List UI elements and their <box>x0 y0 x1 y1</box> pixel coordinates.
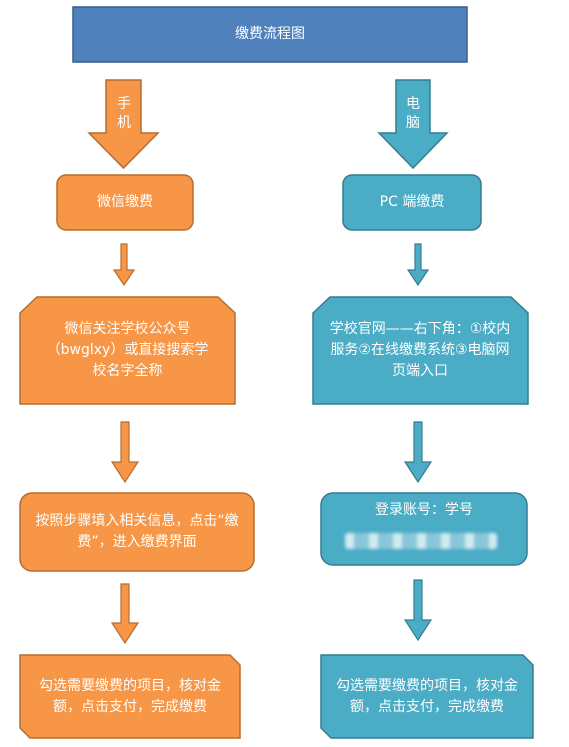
mobile-arrow-2 <box>110 421 140 484</box>
mobile-step1-text: 微信缴费 <box>97 194 153 210</box>
pc-arrow-label-2: 脑 <box>406 115 420 131</box>
mobile-step4-text: 勾选需要缴费的项目，核对金额，点击支付，完成缴费 <box>39 677 221 715</box>
title-box <box>72 6 468 63</box>
mobile-step1-box <box>56 174 194 231</box>
pc-arrow-2 <box>403 421 433 484</box>
pc-step2-box <box>312 296 529 405</box>
pc-arrow-1 <box>406 243 430 287</box>
mobile-step2-text: 微信关注学校公众号（bwglxy）或直接搜索学校名字全称 <box>46 320 209 379</box>
mobile-step3-text: 按照步骤填入相关信息，点击“缴费”，进入缴费界面 <box>35 513 239 550</box>
redacted-student-id <box>345 533 497 549</box>
pc-step1-box <box>342 174 482 231</box>
pc-branch-arrow <box>377 79 449 170</box>
pc-step4-text: 勾选需要缴费的项目，核对金额，点击支付，完成缴费 <box>336 677 518 715</box>
mobile-arrow-label-1: 手 <box>117 96 131 112</box>
pc-step1-text: PC 端缴费 <box>379 194 445 210</box>
mobile-step4-box <box>19 654 241 739</box>
mobile-branch-arrow <box>87 79 160 170</box>
pc-step2-text: 学校官网——右下角：①校内服务②在线缴费系统③电脑网页端入口 <box>329 320 511 379</box>
mobile-arrow-3 <box>110 583 140 645</box>
mobile-step3-box <box>19 492 255 572</box>
mobile-arrow-1 <box>112 243 136 287</box>
pc-arrow-label-1: 电 <box>406 96 420 112</box>
pc-arrow-3 <box>403 579 433 642</box>
mobile-step2-box <box>19 296 236 405</box>
pc-step3-text: 登录账号：学号 <box>375 502 473 518</box>
pc-step4-box <box>320 654 534 739</box>
mobile-arrow-label-2: 机 <box>117 115 131 131</box>
page-title: 缴费流程图 <box>235 26 305 42</box>
